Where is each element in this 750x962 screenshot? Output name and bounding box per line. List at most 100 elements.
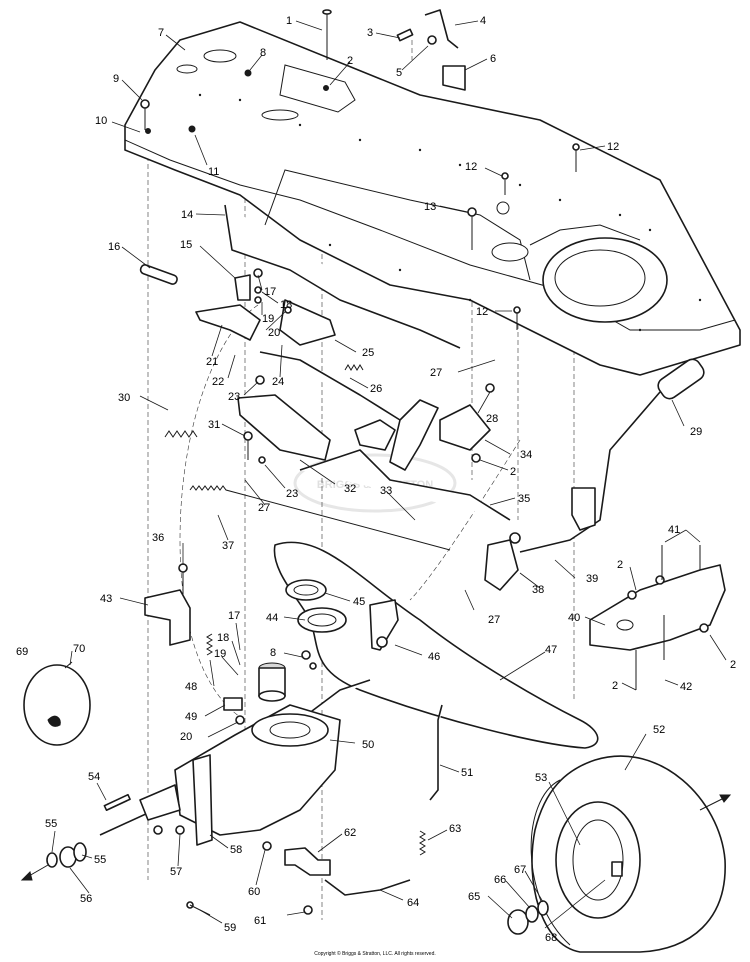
axle-hardware (20, 842, 87, 881)
callout-12a: 12 (607, 141, 619, 153)
callout-49: 49 (185, 711, 197, 723)
callout-2c: 2 (617, 559, 623, 571)
callout-19: 19 (262, 313, 274, 325)
callout-16: 16 (108, 241, 120, 253)
copyright-notice: Copyright © Briggs & Stratton, LLC. All … (314, 951, 436, 957)
callout-58: 58 (230, 844, 242, 856)
shift-lever (484, 358, 705, 591)
callout-39: 39 (586, 573, 598, 585)
callout-30: 30 (118, 392, 130, 404)
shift-rod (429, 704, 443, 801)
transaxle (99, 662, 371, 846)
bracket-43 (144, 563, 191, 646)
callout-68: 68 (545, 932, 557, 944)
callout-18: 18 (280, 299, 292, 311)
linkage-assembly (195, 268, 511, 521)
callout-19b: 19 (214, 648, 226, 660)
callout-46: 46 (428, 651, 440, 663)
callout-21: 21 (206, 356, 218, 368)
callout-17b: 17 (228, 610, 240, 622)
callout-33: 33 (380, 485, 392, 497)
callout-45: 45 (353, 596, 365, 608)
callout-48: 48 (185, 681, 197, 693)
callout-32: 32 (344, 483, 356, 495)
callout-8: 8 (260, 47, 266, 59)
callout-41: 41 (668, 524, 680, 536)
callout-18b: 18 (217, 632, 229, 644)
callout-17: 17 (264, 286, 276, 298)
callout-15: 15 (180, 239, 192, 251)
leader-lines (51, 20, 727, 929)
control-rod (224, 204, 461, 349)
hub-cap (23, 661, 91, 746)
callout-56: 56 (80, 893, 92, 905)
callout-34: 34 (520, 449, 532, 461)
callout-64: 64 (407, 897, 419, 909)
callout-1: 1 (286, 15, 292, 27)
callout-8b: 8 (270, 647, 276, 659)
callout-23a: 23 (228, 391, 240, 403)
hardware-top (140, 9, 580, 330)
mounting-plate (589, 545, 726, 690)
callout-13: 13 (424, 201, 436, 213)
callout-12c: 12 (476, 306, 488, 318)
callout-36: 36 (152, 532, 164, 544)
callout-55a: 55 (45, 818, 57, 830)
callout-7: 7 (158, 27, 164, 39)
callout-69: 69 (16, 646, 28, 658)
callout-2e: 2 (612, 680, 618, 692)
chassis-frame (124, 21, 741, 376)
callout-54: 54 (88, 771, 100, 783)
callout-65: 65 (468, 891, 480, 903)
callout-26: 26 (370, 383, 382, 395)
callout-22: 22 (212, 376, 224, 388)
callout-2: 2 (347, 55, 353, 67)
callout-10: 10 (95, 115, 107, 127)
callout-47: 47 (545, 644, 557, 656)
callout-25: 25 (362, 347, 374, 359)
callout-44: 44 (266, 612, 278, 624)
callout-24: 24 (272, 376, 284, 388)
callout-27b: 27 (258, 502, 270, 514)
key-54 (103, 793, 131, 812)
bracket-62 (186, 841, 411, 916)
idler-pulleys (285, 579, 399, 670)
callout-29: 29 (690, 426, 702, 438)
callout-35: 35 (518, 493, 530, 505)
callout-52: 52 (653, 724, 665, 736)
callout-40: 40 (568, 612, 580, 624)
callout-57: 57 (170, 866, 182, 878)
callout-27c: 27 (488, 614, 500, 626)
callout-20: 20 (268, 327, 280, 339)
callout-14: 14 (181, 209, 193, 221)
callout-60: 60 (248, 886, 260, 898)
callout-4: 4 (480, 15, 486, 27)
callout-31: 31 (208, 419, 220, 431)
callout-2d: 2 (730, 659, 736, 671)
rear-wheel (507, 755, 732, 953)
callout-5: 5 (396, 67, 402, 79)
callout-67: 67 (514, 864, 526, 876)
pin-16 (139, 264, 178, 285)
callout-43: 43 (100, 593, 112, 605)
callout-9: 9 (113, 73, 119, 85)
callout-12b: 12 (465, 161, 477, 173)
callout-20b: 20 (180, 731, 192, 743)
callout-61: 61 (254, 915, 266, 927)
callout-42: 42 (680, 681, 692, 693)
callout-55b: 55 (94, 854, 106, 866)
callout-11: 11 (208, 166, 219, 178)
callout-3: 3 (367, 27, 373, 39)
callout-23b: 23 (286, 488, 298, 500)
callout-37: 37 (222, 540, 234, 552)
callout-59: 59 (224, 922, 236, 934)
callout-6: 6 (490, 53, 496, 65)
callout-50: 50 (362, 739, 374, 751)
callout-62: 62 (344, 827, 356, 839)
callout-53: 53 (535, 772, 547, 784)
callout-2b: 2 (510, 466, 516, 478)
callout-51: 51 (461, 767, 473, 779)
callout-labels: 1 2 3 4 5 6 7 8 9 10 11 12 12 13 12 14 1… (16, 15, 736, 944)
callout-38: 38 (532, 584, 544, 596)
